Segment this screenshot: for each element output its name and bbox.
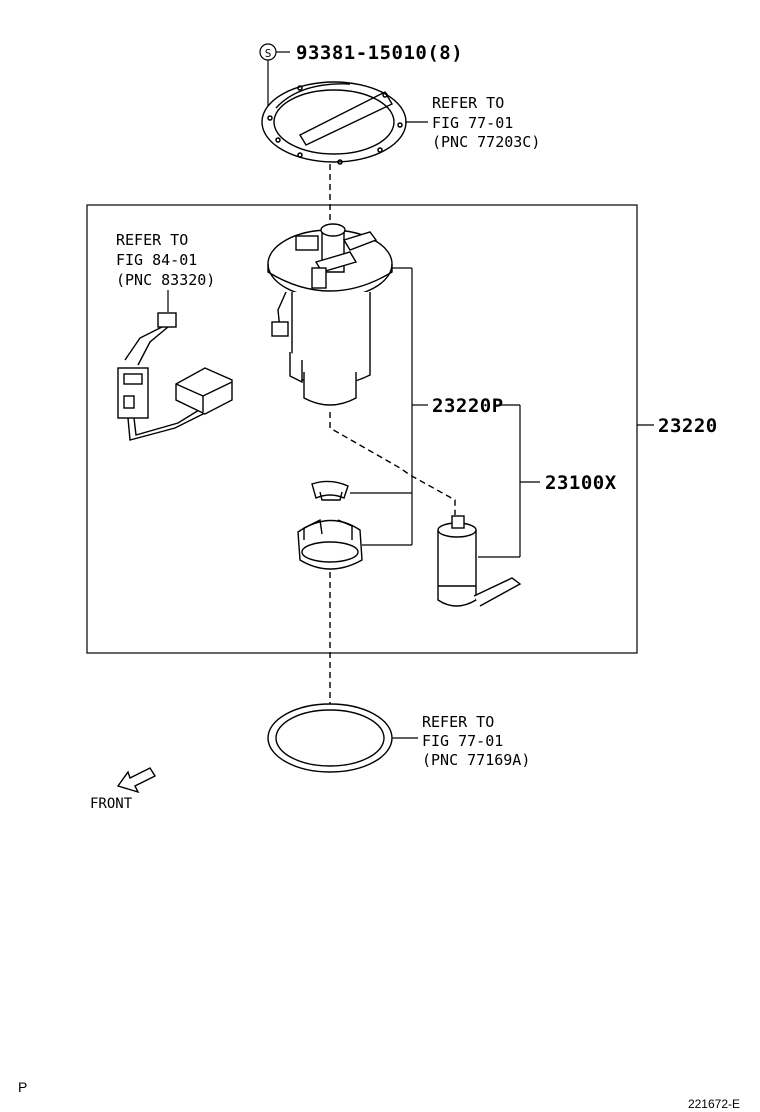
top-retainer-ring: [261, 81, 407, 165]
fuel-pump: [437, 515, 522, 607]
refer-bottom-line3: (PNC 77169A): [422, 751, 530, 769]
fuel-sender-gauge: [117, 312, 233, 441]
front-label: FRONT: [90, 796, 133, 812]
screw-part-number: 93381-15010(8): [296, 42, 463, 64]
front-arrow-icon: [116, 767, 157, 794]
corner-letter: P: [18, 1079, 27, 1095]
part-23100X: 23100X: [545, 472, 617, 494]
refer-top-line1: REFER TO: [432, 94, 504, 112]
screw-symbol-letter: S: [265, 47, 272, 60]
retaining-clip: [311, 480, 349, 501]
part-23220P: 23220P: [432, 395, 504, 417]
assembly-box: [86, 204, 638, 654]
refer-bottom-line2: FIG 77-01: [422, 732, 503, 750]
refer-top-line3: (PNC 77203C): [432, 133, 540, 151]
refer-left-line3: (PNC 83320): [116, 271, 215, 289]
refer-bottom-line1: REFER TO: [422, 713, 494, 731]
pump-cushion-cup: [297, 518, 363, 570]
figure-code: 221672-E: [688, 1097, 740, 1111]
bottom-gasket: [267, 703, 393, 773]
part-23220: 23220: [658, 415, 718, 437]
fuel-pump-module: [267, 223, 393, 406]
refer-left-line1: REFER TO: [116, 231, 188, 249]
pump-axis-line: [329, 412, 456, 515]
refer-left-line2: FIG 84-01: [116, 251, 197, 269]
refer-top-line2: FIG 77-01: [432, 114, 513, 132]
